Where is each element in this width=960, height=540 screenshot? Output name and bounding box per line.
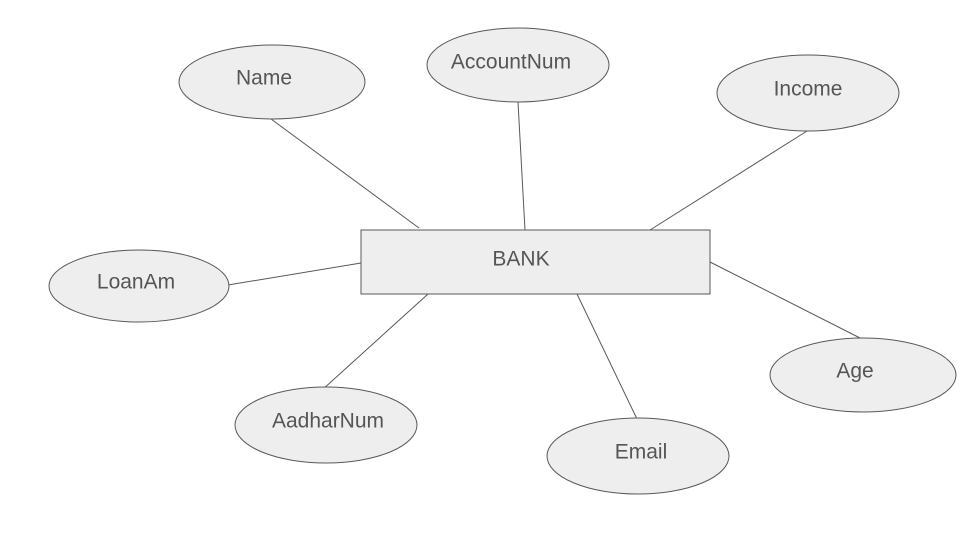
entity-box: [360, 229, 711, 295]
attribute-email[interactable]: Email: [546, 417, 730, 495]
connector-income: [649, 130, 808, 231]
attribute-name-ellipse: [178, 44, 366, 120]
attribute-accountnum-label: AccountNum: [451, 51, 571, 74]
attribute-loanam[interactable]: LoanAm: [48, 249, 230, 323]
attribute-loanam-ellipse: [48, 249, 230, 323]
attribute-email-ellipse: [546, 417, 730, 495]
connector-aadharnum: [310, 293, 429, 401]
attribute-aadharnum-label: AadharNum: [272, 410, 384, 433]
entity-bank[interactable]: BANK: [360, 229, 711, 295]
entity-label: BANK: [492, 248, 549, 271]
attribute-aadharnum-ellipse: [234, 386, 418, 464]
connector-email: [576, 293, 638, 420]
connector-loanam: [227, 262, 362, 286]
attribute-accountnum-ellipse: [426, 27, 610, 103]
attribute-income-label: Income: [774, 78, 843, 101]
attribute-age-ellipse: [769, 337, 957, 413]
attribute-income[interactable]: Income: [716, 54, 900, 132]
connector-name: [270, 118, 420, 229]
connector-age: [709, 261, 861, 339]
attribute-name[interactable]: Name: [178, 44, 366, 120]
attribute-age[interactable]: Age: [769, 337, 957, 413]
attribute-income-ellipse: [716, 54, 900, 132]
attribute-aadharnum[interactable]: AadharNum: [234, 386, 418, 464]
attribute-age-label: Age: [836, 360, 873, 383]
attribute-email-label: Email: [615, 441, 668, 464]
attribute-loanam-label: LoanAm: [97, 271, 175, 294]
connectors: [227, 101, 861, 420]
attribute-name-label: Name: [236, 67, 292, 90]
connector-accountnum: [517, 101, 526, 231]
attribute-accountnum[interactable]: AccountNum: [426, 27, 610, 103]
